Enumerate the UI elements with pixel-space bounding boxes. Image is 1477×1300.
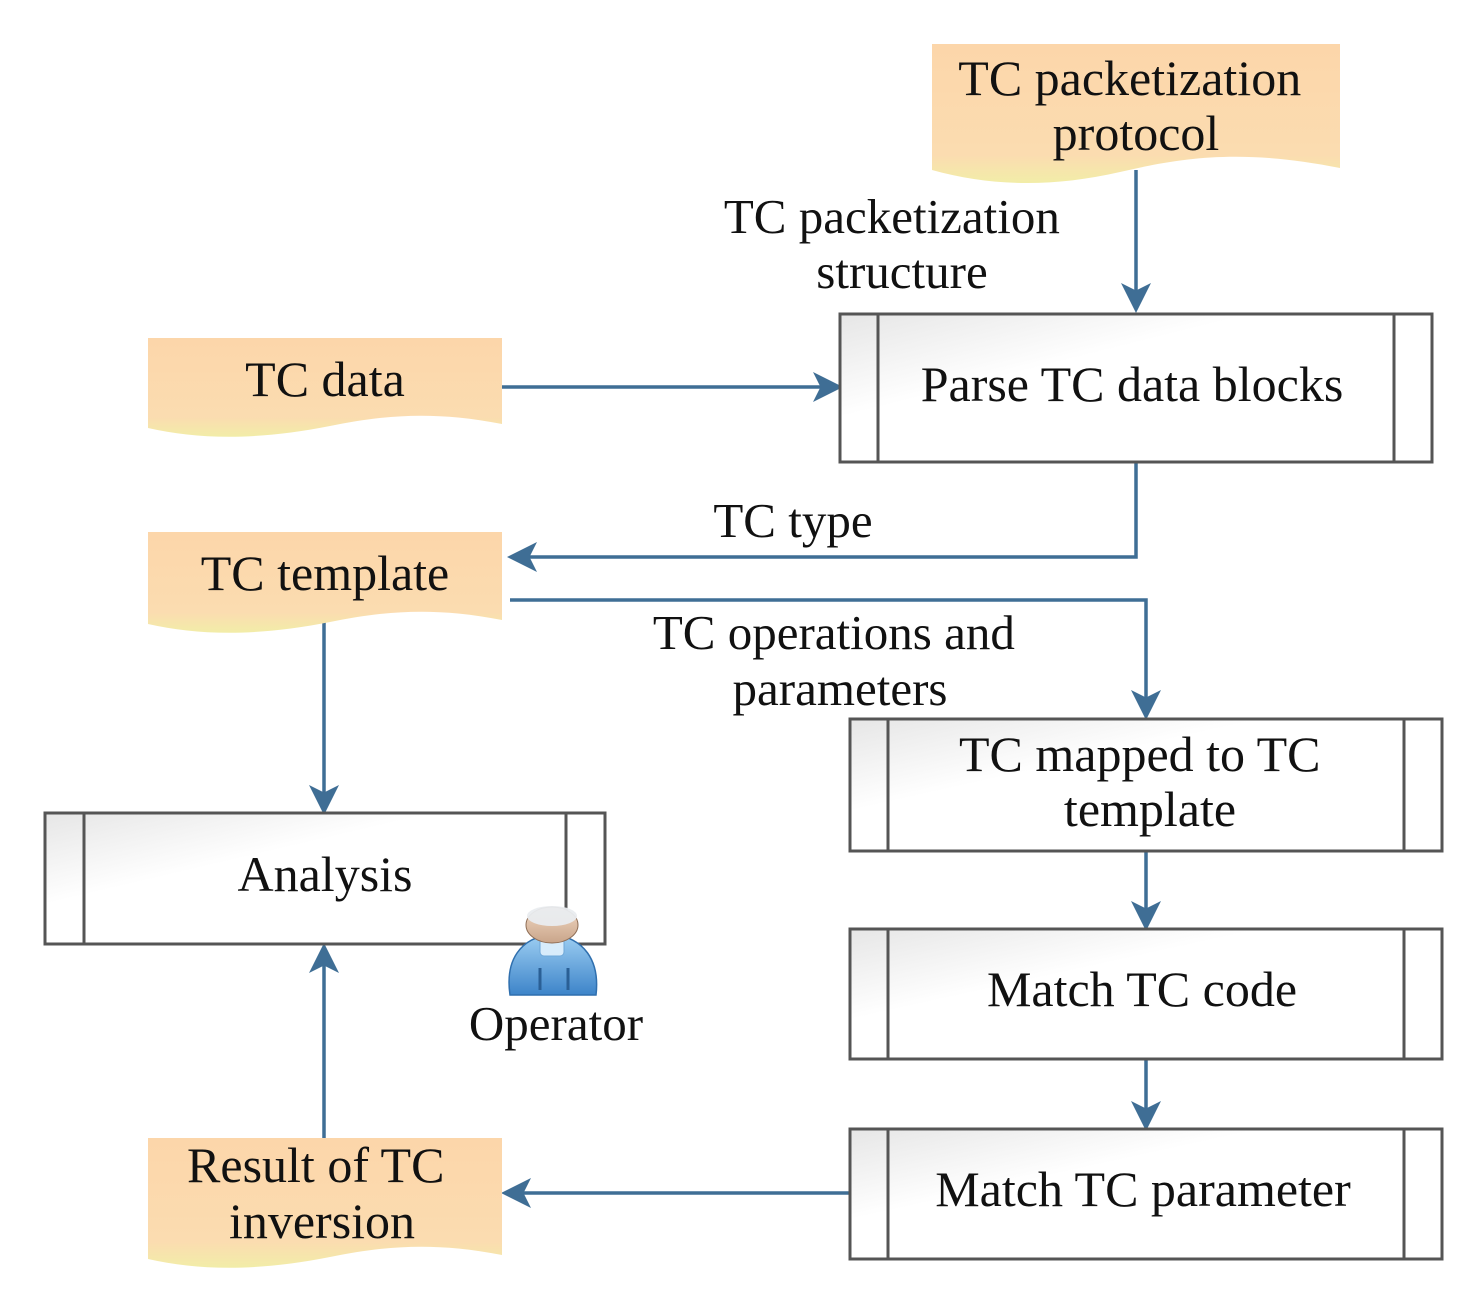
connectors <box>309 170 1161 1208</box>
process-shape <box>43 811 607 946</box>
edge-label-ops-line-1: TC operations and <box>653 605 1015 660</box>
process-match-param: Match TC parameter <box>848 1127 1444 1261</box>
tc-data-label: TC data <box>245 351 405 407</box>
analysis-label-line-1: Analysis <box>238 846 413 902</box>
edge-label-structure-line-1: TC packetization <box>724 189 1060 244</box>
tc-data-label-line-1: TC data <box>245 351 405 407</box>
protocol-label: TC packetization protocol <box>958 50 1313 161</box>
result-label: Result of TC inversion <box>187 1137 457 1249</box>
process-analysis: Analysis <box>43 811 607 946</box>
match-code-label-line-1: Match TC code <box>987 961 1297 1017</box>
edge-label-structure: TC packetization structure <box>724 189 1072 299</box>
arrow-template-to-mapped <box>510 598 1161 720</box>
match-param-label-line-1: Match TC parameter <box>935 1161 1351 1217</box>
document-shape <box>148 532 502 633</box>
parse-label-line-1: Parse TC data blocks <box>921 356 1344 412</box>
document-tc-data: TC data <box>148 338 502 437</box>
tc-template-label-line-1: TC template <box>201 545 450 601</box>
operator-hair <box>527 906 577 926</box>
document-tc-template: TC template <box>148 532 502 633</box>
result-label-line-1: Result of TC <box>187 1137 444 1193</box>
process-shape <box>848 927 1444 1061</box>
arrow-parse-to-template <box>507 462 1138 572</box>
analysis-label: Analysis <box>238 846 413 902</box>
edge-label-type: TC type <box>713 493 872 548</box>
document-protocol: TC packetization protocol <box>932 44 1340 184</box>
mapped-label-line-1: TC mapped to TC <box>959 726 1321 782</box>
edge-label-type-line-1: TC type <box>713 493 872 548</box>
match-param-label: Match TC parameter <box>935 1161 1351 1217</box>
edge-label-ops: TC operations and parameters <box>653 605 1027 716</box>
mapped-label: TC mapped to TC template <box>959 726 1333 837</box>
document-shape <box>148 338 502 437</box>
operator-label: Operator <box>469 996 643 1051</box>
process-shape <box>848 1127 1444 1261</box>
process-shape <box>848 717 1444 853</box>
process-mapped: TC mapped to TC template <box>848 717 1444 853</box>
parse-label: Parse TC data blocks <box>921 356 1344 412</box>
operator-user-icon <box>508 906 598 996</box>
process-parse: Parse TC data blocks <box>838 312 1434 464</box>
result-label-line-2: inversion <box>229 1193 415 1249</box>
tc-template-label: TC template <box>201 545 450 601</box>
edge-label-structure-line-2: structure <box>816 244 987 299</box>
mapped-label-line-2: template <box>1064 781 1236 837</box>
protocol-label-line-1: TC packetization <box>958 50 1301 106</box>
protocol-label-line-2: protocol <box>1053 105 1220 161</box>
process-match-code: Match TC code <box>848 927 1444 1061</box>
operator-label-line-1: Operator <box>469 996 643 1051</box>
process-shape <box>838 312 1434 464</box>
match-code-label: Match TC code <box>987 961 1297 1017</box>
document-shape <box>148 1138 502 1268</box>
document-shape <box>932 44 1340 184</box>
edge-label-ops-line-2: parameters <box>733 661 948 716</box>
document-result: Result of TC inversion <box>148 1137 502 1268</box>
